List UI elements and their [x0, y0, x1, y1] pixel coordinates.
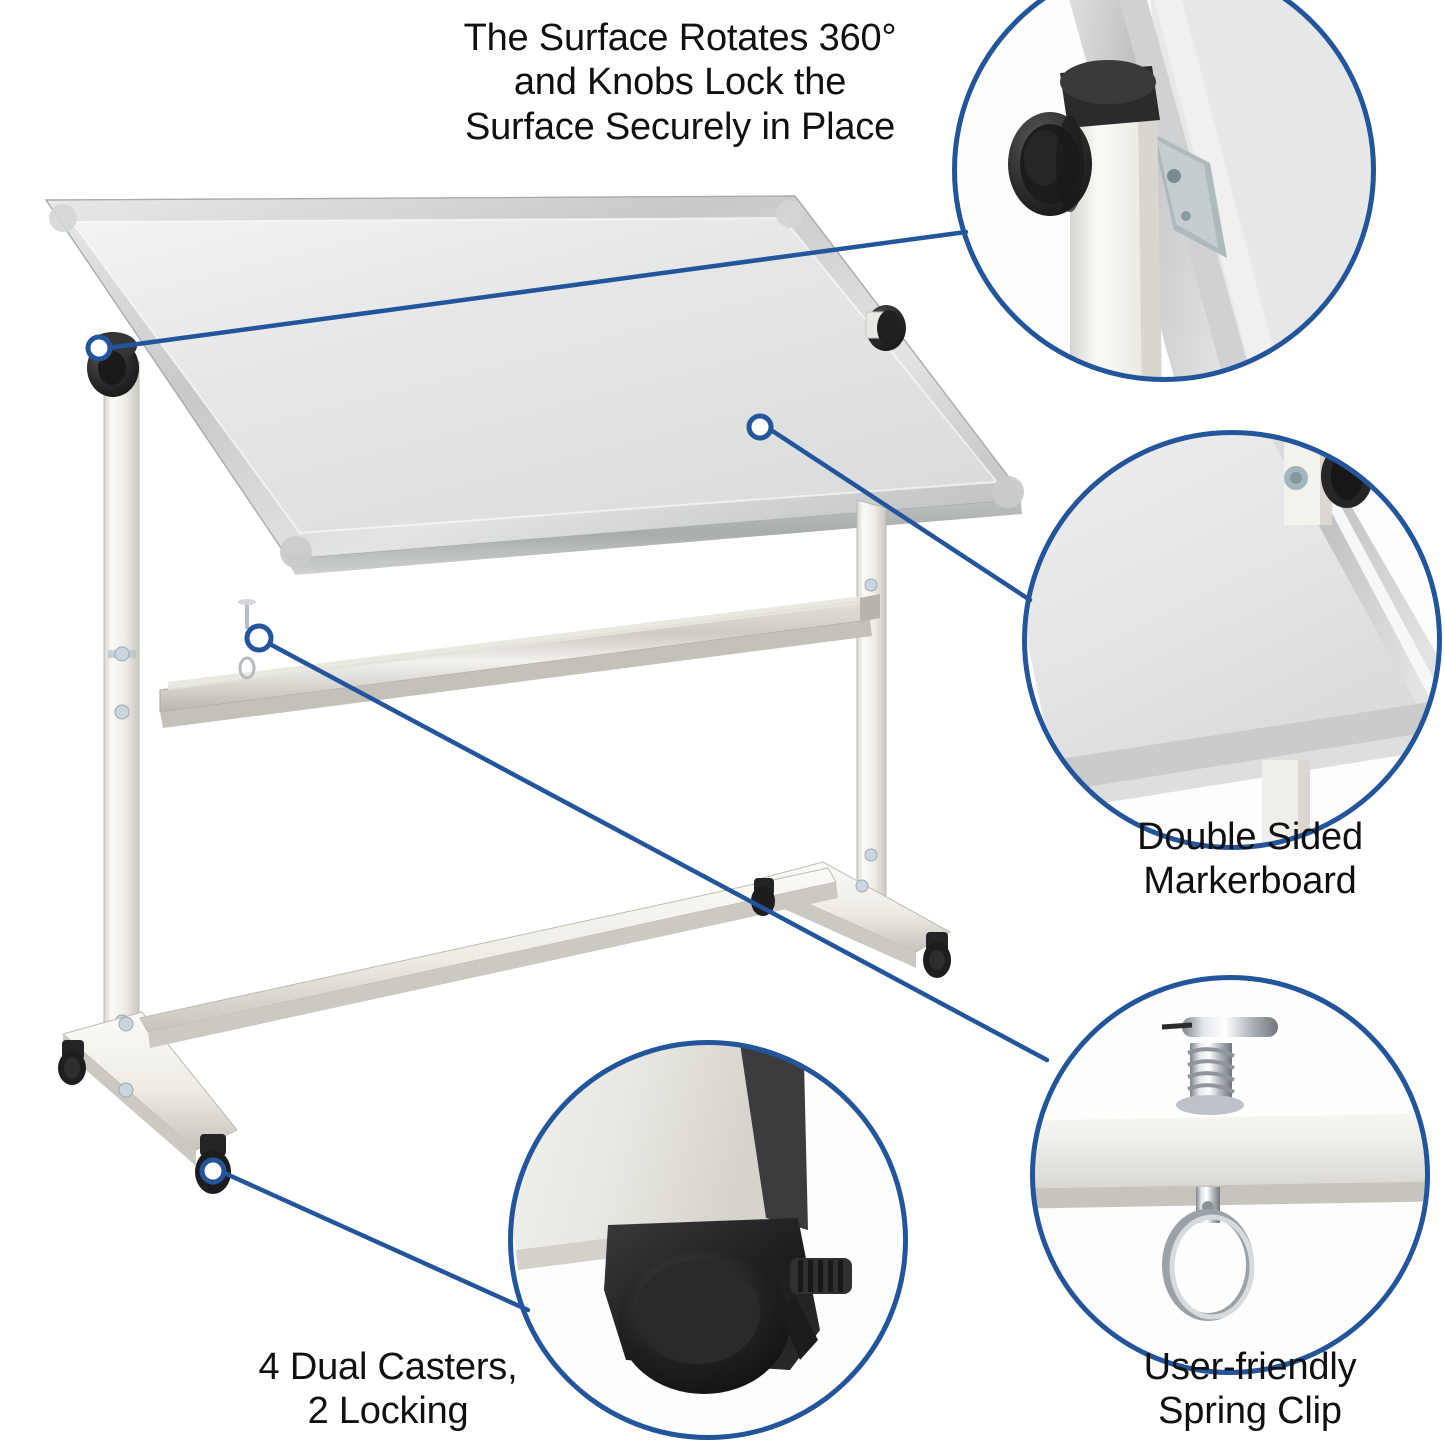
caster-rear-right: [751, 878, 775, 916]
caption-double-line1: Double Sided: [1137, 816, 1363, 858]
endpoint-caster: [199, 1157, 227, 1185]
leader-endpoints: [85, 334, 774, 1185]
caption-casters-line1: 4 Dual Casters,: [258, 1346, 518, 1388]
callout-caster-photo: [508, 1040, 908, 1440]
right-locking-knob: [865, 305, 906, 351]
marker-tray: [159, 594, 880, 728]
callout-spring-clip-photo: [1030, 975, 1430, 1375]
caption-double-sided: Double Sided Markerboard: [1055, 815, 1445, 904]
endpoint-board-surface: [746, 413, 774, 441]
caption-dual-casters: 4 Dual Casters, 2 Locking: [178, 1345, 598, 1434]
marker-tray-spring-clip: [238, 599, 256, 680]
endpoint-locking-knob: [85, 334, 113, 362]
leader-line-double-sided: [765, 425, 1033, 603]
callout-locking-knob-photo: [952, 0, 1376, 382]
base-cross-bar: [139, 867, 838, 1048]
leader-line-spring-clip: [263, 639, 1050, 1063]
caption-spring-line2: Spring Clip: [1158, 1390, 1342, 1433]
leader-line-locking-knob: [105, 229, 969, 351]
markerboard-panel: [44, 195, 1024, 575]
caption-spring-clip: User-friendly Spring Clip: [1055, 1345, 1445, 1434]
caption-rotate-line2: and Knobs Lock the: [513, 61, 847, 104]
base-left-foot: [61, 1011, 238, 1166]
caption-rotate-line1: The Surface Rotates 360°: [463, 17, 897, 59]
leader-line-caster: [219, 1169, 531, 1313]
caption-spring-line1: User-friendly: [1143, 1346, 1357, 1388]
caster-front-right: [923, 932, 951, 978]
callout-double-sided-photo: [1022, 430, 1442, 850]
caster-rear-left: [58, 1040, 86, 1085]
caption-rotate-360: The Surface Rotates 360° and Knobs Lock …: [345, 16, 1015, 149]
caption-double-line2: Markerboard: [1143, 860, 1357, 903]
endpoint-spring-clip: [244, 623, 274, 653]
caption-casters-line2: 2 Locking: [307, 1390, 469, 1433]
caption-rotate-line3: Surface Securely in Place: [464, 105, 896, 148]
